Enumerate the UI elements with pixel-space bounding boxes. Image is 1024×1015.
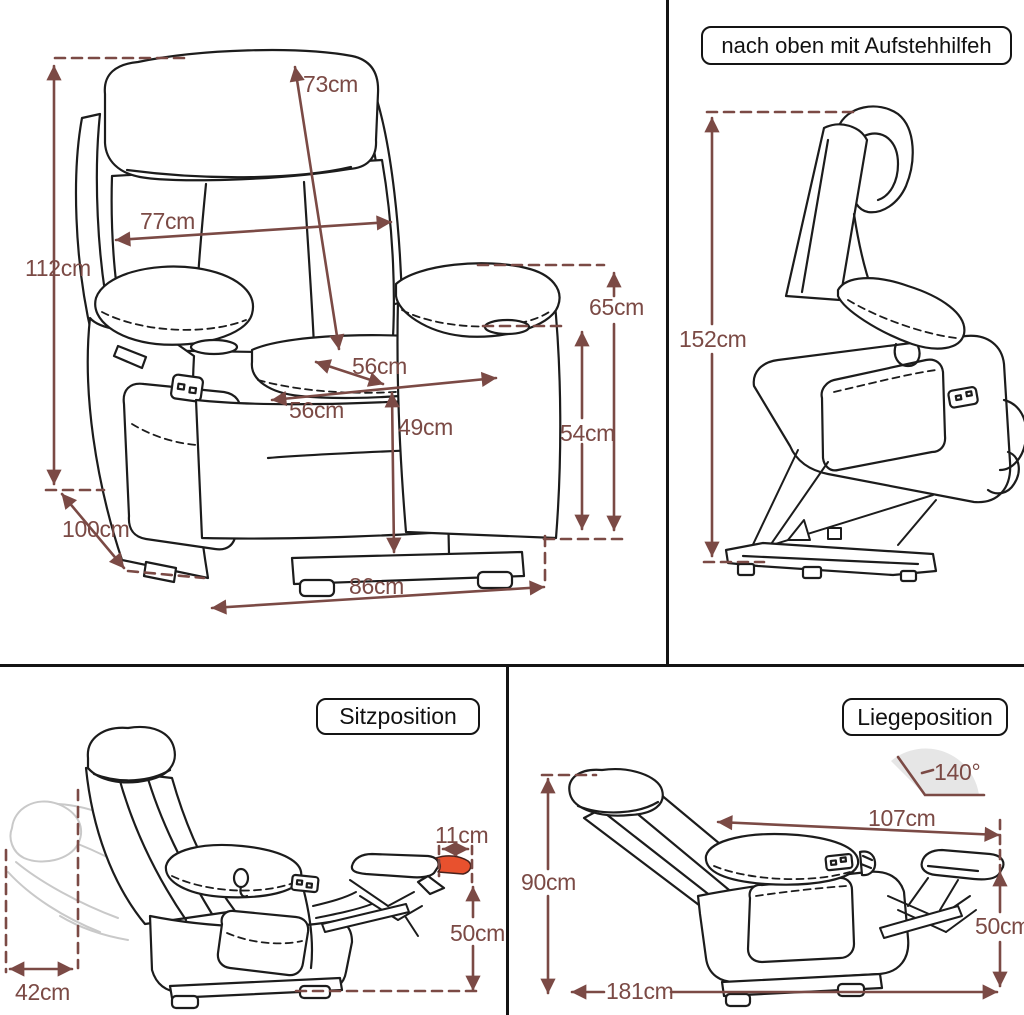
foot [476,570,514,590]
divider-vertical-top [666,0,669,664]
divider-vertical-bottom [506,667,509,1015]
dim-back-width: 77cm [140,208,196,234]
front-view-drawing [44,48,628,615]
dim-backrest-offset: 42cm [15,979,71,1005]
cup-holder [189,338,239,356]
usb-panel [947,386,979,409]
cup-holder [858,850,877,877]
dim-overall-depth: 100cm [62,516,130,542]
dim-lift-total-height: 152cm [679,326,747,352]
base-bar [168,976,344,1000]
footrest-pad [920,848,1005,881]
dim-recline-angle: 140° [934,759,981,785]
footrest-pad [350,852,440,879]
dim-backrest-height: 90cm [521,869,577,895]
dim-seat-depth: 56cm [352,353,408,379]
sit-view-drawing [4,725,481,1010]
dim-armrest-height: 65cm [589,294,645,320]
cup-holder [893,342,921,368]
headrest-pillow [568,768,664,817]
usb-panel [290,873,320,894]
remote-slot [112,344,148,370]
recline-angle-icon [891,748,986,797]
foot [724,992,752,1008]
dim-backrest-to-footrest: 107cm [868,805,936,831]
headrest-pillow [103,48,380,182]
recline-view-dimensions [540,773,1008,1000]
dim-footrest-tip: 11cm [435,822,489,848]
right-armrest-pad [394,262,561,338]
footrest-tip-highlight [435,855,472,875]
dim-seat-front-height: 49cm [398,414,454,440]
dim-seat-width: 56cm [289,397,345,423]
lift-view-drawing [702,105,1024,583]
foot [836,982,866,998]
dim-total-length: 181cm [606,978,674,1004]
foot [298,578,336,598]
dim-sit-footrest-height: 50cm [450,920,506,946]
remote-grommet [232,867,250,889]
sit-position-label: Sitzposition [316,698,480,735]
usb-panel [170,373,204,403]
armrest-pad [836,277,966,350]
front-view-dimensions [44,56,628,615]
dim-recline-footrest-height: 50cm [975,913,1024,939]
dim-back-diagonal: 73cm [303,71,359,97]
left-armrest-pad [94,265,255,346]
sit-view-dimensions [4,788,481,993]
headrest-pillow [86,725,176,784]
dim-total-height: 112cm [25,255,91,281]
recline-view-drawing [540,748,1008,1008]
backrest [784,123,869,302]
lift-view-dimensions [702,110,855,564]
base-bar [290,550,526,586]
recline-position-label: Liegeposition [842,698,1008,736]
lift-position-label: nach oben mit Aufstehhilfeh [701,26,1012,65]
usb-panel [824,852,854,872]
divider-horizontal [0,664,1024,667]
dim-base-width: 86cm [349,573,405,599]
dim-arm-to-floor: 54cm [560,420,616,446]
footrest-mechanism [312,879,423,937]
side-pocket [746,876,856,964]
foot [170,994,200,1010]
footrest-mechanism [879,877,977,939]
